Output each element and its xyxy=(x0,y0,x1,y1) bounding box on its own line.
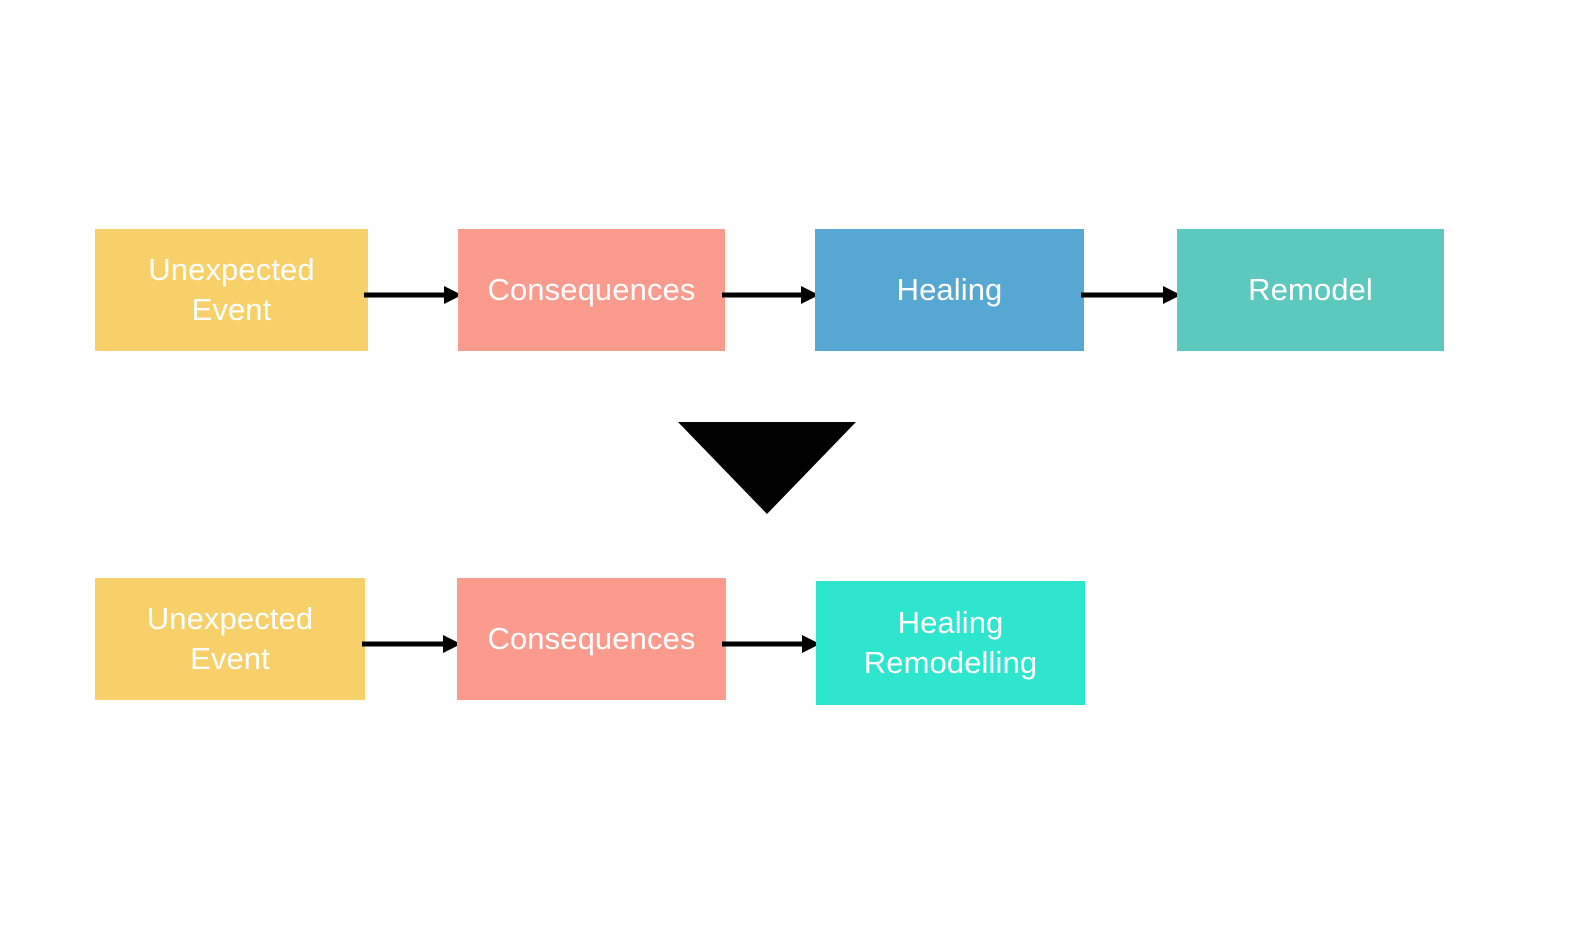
node-consequences-bottom[interactable]: Consequences xyxy=(457,578,726,700)
node-remodel-top[interactable]: Remodel xyxy=(1177,229,1444,351)
node-unexpected-event-bottom[interactable]: Unexpected Event xyxy=(95,578,365,700)
node-healing-top[interactable]: Healing xyxy=(815,229,1084,351)
node-unexpected-event-top[interactable]: Unexpected Event xyxy=(95,229,368,351)
arrow-event-to-consequences-top xyxy=(364,283,462,307)
arrow-healing-to-remodel-top xyxy=(1081,283,1181,307)
arrow-consequences-to-healing-remodelling xyxy=(722,632,820,656)
triangle-down-icon xyxy=(678,422,856,514)
node-healing-remodelling-bottom[interactable]: Healing Remodelling xyxy=(816,581,1085,705)
arrow-event-to-consequences-bottom xyxy=(362,632,461,656)
node-consequences-top[interactable]: Consequences xyxy=(458,229,725,351)
arrow-consequences-to-healing-top xyxy=(722,283,819,307)
